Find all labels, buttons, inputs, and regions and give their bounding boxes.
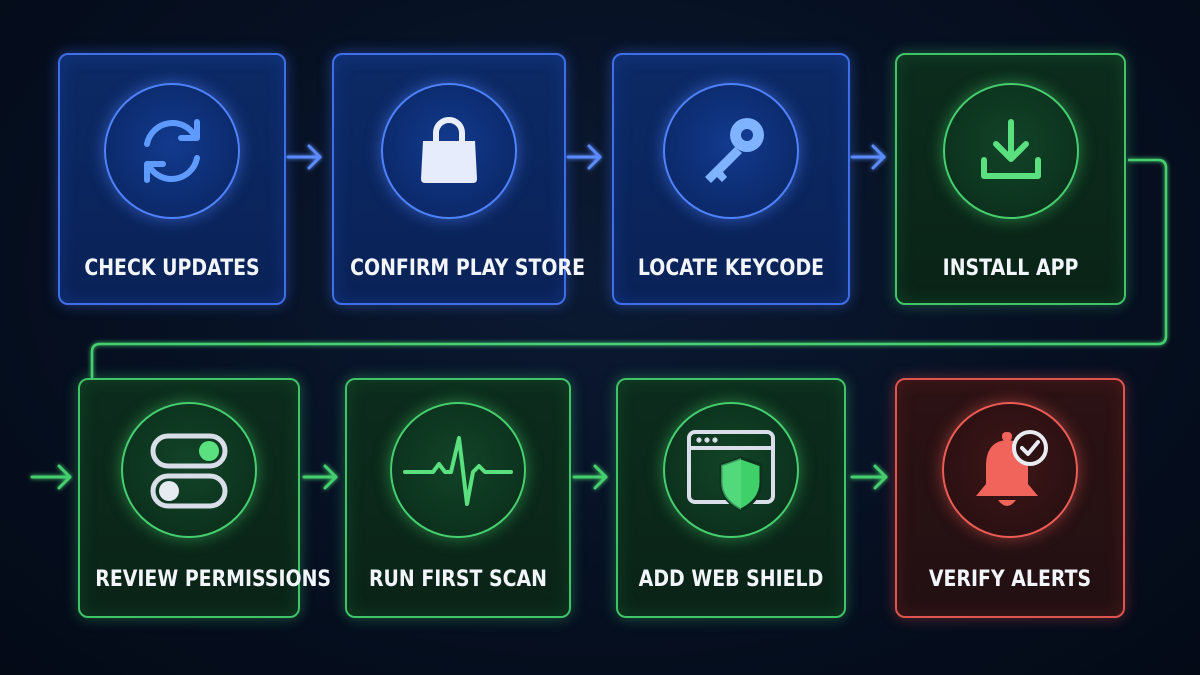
browser-shield-icon — [687, 430, 775, 512]
arrow-7-8 — [850, 464, 888, 490]
step-verify-alerts: VERIFY ALERTS — [895, 378, 1125, 618]
wrap-connector — [90, 158, 1168, 378]
step-icon-circle — [121, 402, 257, 538]
step-icon-circle — [663, 83, 799, 219]
step-label: CONFIRM PLAY STORE — [350, 256, 586, 281]
step-label: CHECK UPDATES — [84, 256, 260, 281]
step-icon-circle — [390, 402, 526, 538]
arrow-into-5 — [30, 464, 72, 490]
step-label: INSTALL APP — [942, 256, 1079, 281]
step-add-web-shield: ADD WEB SHIELD — [616, 378, 846, 618]
step-check-updates: CHECK UPDATES — [58, 53, 286, 305]
step-run-first-scan: RUN FIRST SCAN — [345, 378, 571, 618]
step-icon-circle — [663, 402, 799, 538]
arrow-2-3 — [566, 144, 602, 170]
step-review-permissions: REVIEW PERMISSIONS — [78, 378, 332, 618]
toggle-switches-icon — [150, 433, 228, 509]
arrow-3-4 — [850, 144, 886, 170]
step-locate-keycode: LOCATE KEYCODE — [612, 53, 850, 305]
step-icon-circle — [942, 83, 1079, 219]
arrow-5-6 — [302, 464, 338, 490]
heartbeat-icon — [403, 436, 513, 506]
arrow-1-2 — [286, 144, 322, 170]
step-label: VERIFY ALERTS — [928, 567, 1092, 592]
step-confirm-play-store: CONFIRM PLAY STORE — [332, 53, 586, 305]
refresh-icon — [144, 119, 200, 183]
step-label: ADD WEB SHIELD — [638, 567, 824, 592]
shopping-bag-icon — [421, 117, 477, 183]
step-label: REVIEW PERMISSIONS — [95, 567, 332, 592]
step-icon-circle — [942, 402, 1078, 538]
step-icon-circle — [381, 83, 517, 219]
step-label: RUN FIRST SCAN — [368, 567, 547, 592]
bell-check-icon — [976, 430, 1048, 506]
arrow-6-7 — [572, 464, 608, 490]
step-icon-circle — [104, 83, 240, 219]
key-icon — [705, 118, 764, 183]
download-icon — [980, 119, 1041, 179]
step-install-app: INSTALL APP — [895, 53, 1126, 305]
step-label: LOCATE KEYCODE — [637, 256, 825, 281]
